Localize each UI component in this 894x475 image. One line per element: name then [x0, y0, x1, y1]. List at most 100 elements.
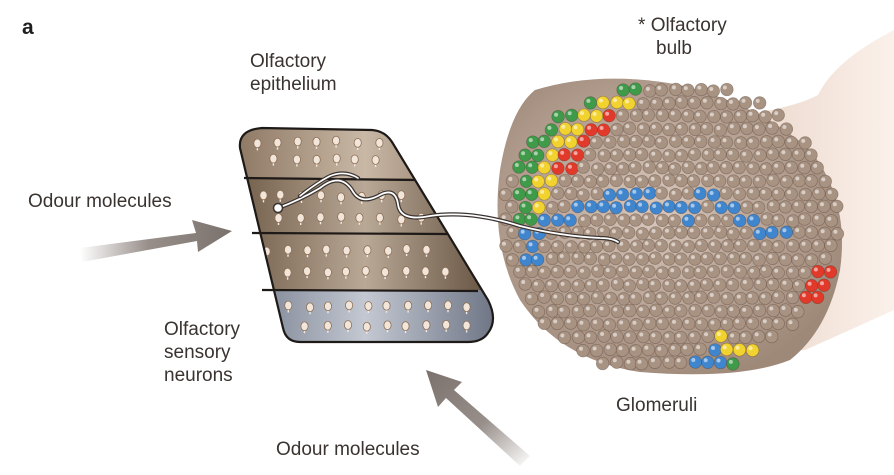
glomerulus-highlight — [613, 307, 617, 311]
glomerulus-sphere — [650, 97, 663, 110]
glomerulus-sphere — [766, 226, 779, 239]
glomerulus-sphere — [700, 278, 713, 291]
glomerulus-highlight — [716, 281, 720, 285]
glomerulus-highlight — [789, 242, 793, 246]
glomerulus-highlight — [613, 333, 617, 337]
sensory-neuron-cell — [277, 190, 284, 199]
glomerulus-sphere — [694, 343, 707, 356]
sensory-neuron-cell — [324, 321, 331, 330]
glomerulus-highlight — [587, 282, 591, 286]
glomerulus-highlight — [619, 321, 623, 325]
glomerulus-highlight — [620, 216, 624, 220]
sensory-neuron-cell — [402, 322, 409, 331]
glomerulus-highlight — [568, 294, 572, 298]
glomerulus-sphere — [818, 227, 831, 240]
glomerulus-sphere — [702, 174, 715, 187]
glomerulus-sphere — [526, 265, 539, 278]
sensory-neuron-cell — [301, 322, 308, 331]
glomerulus-highlight — [540, 243, 544, 247]
label-line: neurons — [164, 364, 240, 387]
glomerulus-sphere — [674, 331, 687, 344]
glomerulus-sphere — [714, 356, 727, 369]
glomerulus-sphere — [655, 292, 668, 305]
glomerulus-sphere — [813, 187, 826, 200]
glomerulus-sphere — [637, 330, 650, 343]
glomeruli-label: Glomeruli — [616, 394, 697, 417]
glomerulus-highlight — [548, 282, 552, 286]
glomerulus-sphere — [799, 137, 812, 150]
glomerulus-sphere — [532, 149, 545, 162]
glomerulus-sphere — [577, 293, 590, 306]
glomerulus-sphere — [675, 280, 688, 293]
glomerulus-highlight — [729, 307, 733, 311]
sensory-neuron-cell — [423, 245, 430, 254]
glomerulus-highlight — [677, 255, 681, 259]
glomerulus-sphere — [609, 252, 622, 265]
sensory-neuron-cell — [313, 137, 320, 146]
glomerulus-highlight — [755, 125, 759, 129]
glomerulus-sphere — [702, 304, 715, 317]
glomerulus-highlight — [646, 189, 650, 193]
glomerulus-highlight — [580, 137, 584, 141]
glomerulus-highlight — [631, 85, 635, 89]
glomerulus-highlight — [665, 126, 669, 130]
sensory-neuron-cell — [274, 138, 281, 147]
glomerulus-highlight — [599, 177, 603, 181]
glomerulus-sphere — [506, 175, 519, 188]
glomerulus-highlight — [612, 229, 616, 233]
glomerulus-highlight — [574, 177, 578, 181]
glomerulus-highlight — [717, 308, 721, 312]
glomerulus-highlight — [600, 332, 604, 336]
glomerulus-highlight — [612, 255, 616, 259]
glomerulus-sphere — [733, 161, 746, 174]
glomerulus-sphere — [694, 266, 707, 279]
glomerulus-highlight — [722, 164, 726, 168]
glomerulus-highlight — [607, 295, 611, 299]
glomerulus-sphere — [739, 175, 752, 188]
glomerulus-highlight — [548, 204, 552, 208]
glomerulus-sphere — [655, 84, 668, 97]
glomerulus-sphere — [616, 109, 629, 122]
glomerulus-highlight — [787, 138, 791, 142]
glomerulus-highlight — [807, 151, 811, 155]
glomerulus-highlight — [801, 215, 805, 219]
sensory-neuron-cell — [346, 301, 353, 310]
glomerulus-sphere — [624, 304, 637, 317]
glomerulus-highlight — [521, 280, 525, 284]
glomerulus-highlight — [742, 99, 746, 103]
glomerulus-highlight — [833, 230, 837, 234]
glomerulus-sphere — [591, 187, 604, 200]
glomerulus-highlight — [670, 268, 674, 272]
glomerulus-sphere — [650, 304, 663, 317]
glomerulus-highlight — [781, 203, 785, 207]
glomerulus-highlight — [651, 333, 655, 337]
glomerulus-sphere — [682, 84, 695, 97]
glomerulus-highlight — [710, 321, 714, 325]
glomerulus-highlight — [684, 112, 688, 116]
glomerulus-sphere — [747, 162, 760, 175]
glomerulus-sphere — [720, 136, 733, 149]
glomerulus-sphere — [799, 266, 812, 279]
sensory-neuron-cell — [284, 268, 291, 277]
glomerulus-highlight — [509, 228, 513, 232]
glomerulus-sphere — [805, 226, 818, 239]
glomerulus-highlight — [742, 254, 746, 258]
glomerulus-highlight — [749, 346, 753, 350]
glomerulus-highlight — [672, 137, 676, 141]
glomerulus-sphere — [772, 109, 785, 122]
glomerulus-highlight — [815, 190, 819, 194]
glomerulus-highlight — [579, 163, 583, 167]
glomerulus-highlight — [554, 189, 558, 193]
glomerulus-highlight — [535, 204, 539, 208]
glomerulus-highlight — [606, 268, 610, 272]
glomerulus-sphere — [800, 291, 813, 304]
glomerulus-highlight — [651, 152, 655, 156]
glomerulus-sphere — [772, 188, 785, 201]
glomerulus-highlight — [560, 308, 564, 312]
glomerulus-sphere — [702, 148, 715, 161]
glomerulus-highlight — [574, 308, 578, 312]
glomerulus-sphere — [669, 292, 682, 305]
glomerulus-highlight — [821, 229, 825, 233]
glomerulus-highlight — [691, 307, 695, 311]
